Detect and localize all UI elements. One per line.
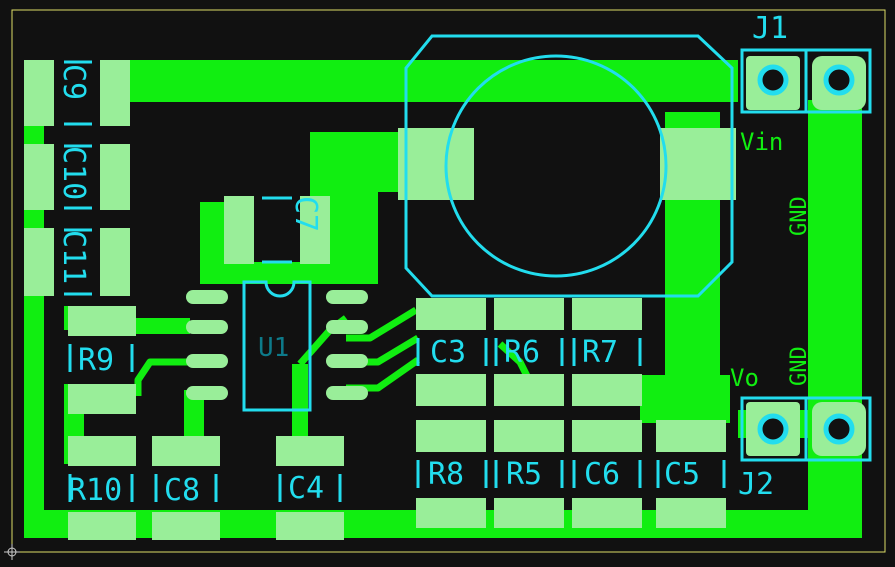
label-u1: U1: [258, 333, 289, 363]
pad-c6-a: [572, 420, 642, 452]
label-c5: C5: [664, 457, 700, 492]
pad-c10-b: [100, 144, 130, 210]
pad-r7-a: [572, 298, 642, 330]
origin-marker: [4, 544, 20, 560]
label-r7: R7: [582, 335, 618, 370]
pad-r5-b: [494, 498, 564, 528]
pad-c3-b: [416, 374, 486, 406]
pad-r8-b: [416, 498, 486, 528]
pad-c9-b: [100, 60, 130, 126]
trace-right-vertical: [808, 100, 862, 538]
trace-right-mid: [640, 375, 730, 423]
trace-c4-vertical: [292, 364, 308, 440]
label-vin: Vin: [740, 128, 783, 156]
pad-u1-3: [186, 354, 228, 368]
pad-c11-a: [24, 228, 54, 296]
pad-r6-a: [494, 298, 564, 330]
pad-c11-b: [100, 228, 130, 296]
label-vo: Vo: [730, 364, 759, 392]
hole-j1-1: [757, 64, 789, 96]
u1-outline: [242, 280, 312, 412]
label-c7: C7: [288, 196, 323, 232]
pad-r10-b: [68, 512, 136, 540]
label-c4: C4: [288, 471, 324, 506]
trace-c8-vertical: [184, 390, 204, 440]
trace-u1-top: [200, 262, 378, 284]
pad-u1-4: [186, 386, 228, 400]
drill-holes: [757, 64, 855, 445]
silkscreen-layer: [64, 34, 872, 502]
label-gnd-bottom: GND: [787, 346, 812, 386]
pad-c3-a: [416, 298, 486, 330]
pad-r9-a: [68, 306, 136, 336]
hole-j1-2: [823, 64, 855, 96]
pad-u1-8: [326, 386, 368, 400]
label-j1: J1: [752, 11, 788, 46]
label-c6: C6: [584, 457, 620, 492]
label-c8: C8: [164, 473, 200, 508]
pad-c8-b: [152, 512, 220, 540]
label-r6: R6: [504, 335, 540, 370]
pad-switch-right: [660, 128, 736, 200]
pad-r5-a: [494, 420, 564, 452]
label-r5: R5: [506, 457, 542, 492]
pad-c7-b: [300, 196, 330, 264]
pad-layer: [24, 56, 866, 540]
silkscreen-text: J1 J2 Vin Vo GND GND U1 R9 R10 C8 C4 C3 …: [56, 11, 812, 508]
label-j2: J2: [738, 467, 774, 502]
pad-c5-b: [656, 498, 726, 528]
trace-left-vertical: [24, 60, 44, 538]
pad-r9-b: [68, 384, 136, 414]
pad-switch-left: [398, 128, 474, 200]
pad-r10-a: [68, 436, 136, 466]
board-edge: [11, 9, 886, 553]
pad-u1-6: [326, 320, 368, 334]
pad-u1-7: [326, 354, 368, 368]
silk-ticks: [64, 60, 726, 502]
pad-u1-2: [186, 320, 228, 334]
pad-c9-a: [24, 60, 54, 126]
pad-r7-b: [572, 374, 642, 406]
pad-r6-b: [494, 374, 564, 406]
pad-r8-a: [416, 420, 486, 452]
label-c9: C9: [56, 64, 91, 100]
pad-c8-a: [152, 436, 220, 466]
pad-c4-a: [276, 436, 344, 466]
pad-c10-a: [24, 144, 54, 210]
hole-j2-2: [823, 413, 855, 445]
label-c11: C11: [56, 230, 91, 284]
switch-circle: [444, 54, 668, 278]
pad-c5-a: [656, 420, 726, 452]
pad-u1-1: [186, 290, 228, 304]
pad-u1-5: [326, 290, 368, 304]
trace-top-rail: [128, 60, 738, 102]
label-c10: C10: [56, 146, 91, 200]
hole-j2-1: [757, 413, 789, 445]
label-r10: R10: [68, 473, 122, 508]
pad-c7-a: [224, 196, 254, 264]
label-r8: R8: [428, 457, 464, 492]
label-c3: C3: [430, 335, 466, 370]
label-r9: R9: [78, 343, 114, 378]
pad-c4-b: [276, 512, 344, 540]
pad-c6-b: [572, 498, 642, 528]
label-gnd-top: GND: [787, 196, 812, 236]
switch-outline: [404, 34, 734, 298]
